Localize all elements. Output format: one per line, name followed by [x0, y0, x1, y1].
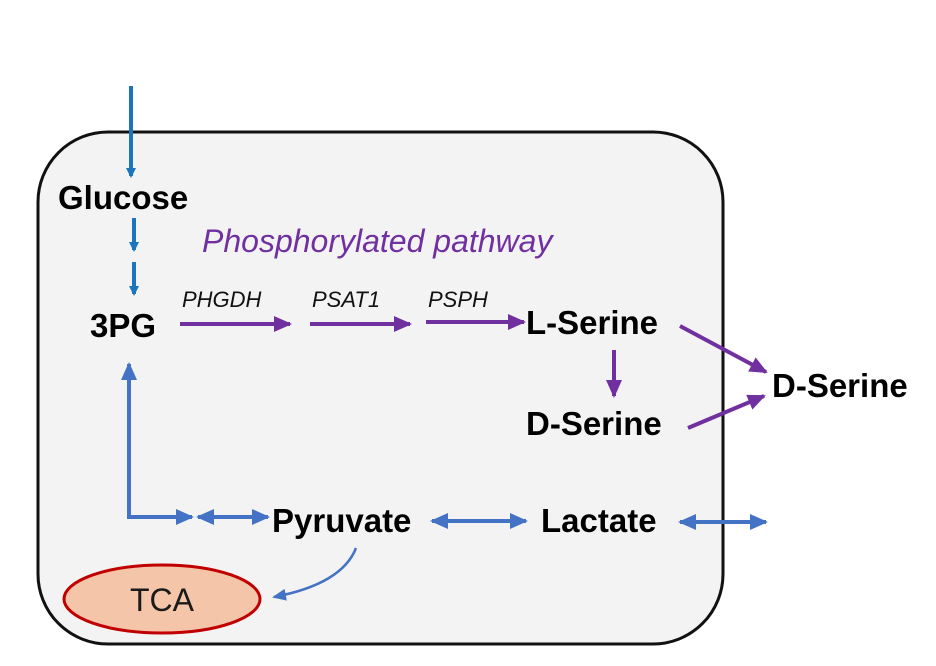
3pg-label: 3PG [90, 307, 156, 344]
lactate-label: Lactate [541, 502, 657, 539]
tca-cycle [62, 563, 262, 635]
psph-label: PSPH [428, 287, 488, 312]
pathway-label: Phosphorylated pathway [202, 223, 554, 259]
tca-label: TCA [130, 582, 195, 618]
l-serine-label: L-Serine [526, 304, 658, 341]
pyruvate-label: Pyruvate [272, 502, 411, 539]
phgdh-label: PHGDH [182, 287, 262, 312]
psat1-label: PSAT1 [312, 287, 380, 312]
d-serine-extracellular-label: D-Serine [772, 367, 908, 404]
d-serine-intracellular-label: D-Serine [526, 405, 662, 442]
pyruvate-tca-arrow [272, 547, 358, 601]
d-serine-export-arrow [687, 394, 766, 430]
glucose-label: Glucose [58, 179, 188, 216]
l-serine-export-arrow [679, 324, 768, 374]
3pg-pyruvate-connector [121, 362, 194, 525]
